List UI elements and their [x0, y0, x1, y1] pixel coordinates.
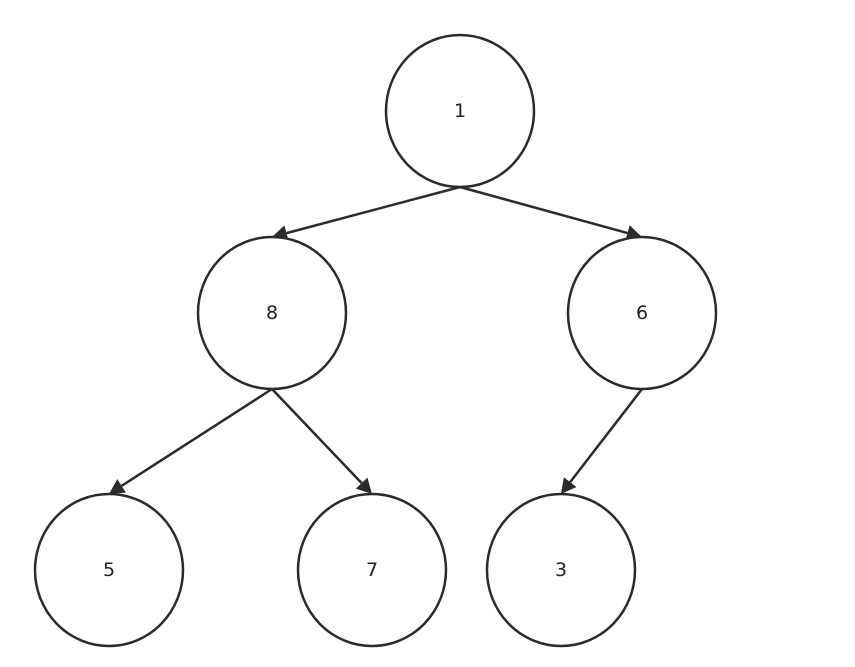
edge-line	[459, 185, 628, 235]
node-circle	[33, 492, 185, 648]
node-label: 5	[103, 559, 115, 581]
edge-n1-to-n6	[459, 185, 642, 241]
node-circle	[196, 235, 348, 391]
node-label: 8	[266, 302, 278, 324]
edge-line	[569, 388, 643, 483]
nodes-layer: 1 8 6 5 7 3	[33, 33, 718, 648]
edge-line	[286, 185, 461, 235]
edge-line	[271, 388, 363, 485]
arrow-head-icon	[109, 479, 126, 494]
tree-node-n7: 7	[296, 492, 448, 648]
node-circle	[384, 33, 536, 189]
node-circle	[296, 492, 448, 648]
edge-n6-to-n3	[561, 388, 643, 494]
tree-node-n5: 5	[33, 492, 185, 648]
node-label: 7	[366, 559, 378, 581]
edge-n1-to-n8	[272, 185, 461, 241]
node-circle	[566, 235, 718, 391]
node-label: 3	[555, 559, 567, 581]
arrow-head-icon	[355, 477, 372, 494]
node-label: 1	[454, 100, 466, 122]
node-label: 6	[636, 302, 648, 324]
tree-node-n3: 3	[485, 492, 637, 648]
edges-layer	[109, 185, 643, 494]
edge-line	[120, 387, 273, 487]
tree-node-n8: 8	[196, 235, 348, 391]
edge-n8-to-n5	[109, 387, 273, 494]
arrow-head-icon	[561, 477, 577, 494]
node-circle	[485, 492, 637, 648]
edge-n8-to-n7	[271, 388, 372, 494]
tree-node-n1: 1	[384, 33, 536, 189]
tree-node-n6: 6	[566, 235, 718, 391]
